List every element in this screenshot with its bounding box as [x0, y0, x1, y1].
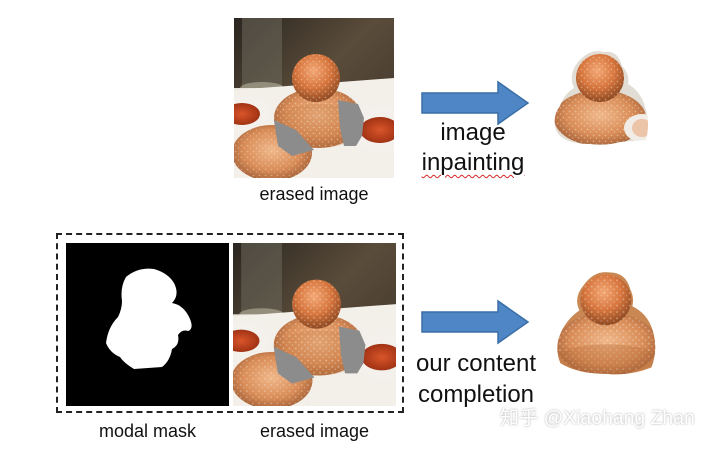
- bottom-completion-result: [557, 272, 656, 375]
- top-erased-image: [234, 18, 394, 178]
- bottom-erased-image-caption: erased image: [259, 421, 370, 441]
- top-arrow-label-line1: image: [440, 119, 506, 146]
- bottom-arrow-label-line1: our content: [415, 350, 537, 377]
- top-arrow-icon: [421, 80, 530, 126]
- modal-mask-caption: modal mask: [98, 421, 197, 441]
- modal-mask-image: [66, 243, 229, 406]
- bottom-erased-image: [233, 243, 396, 406]
- bottom-arrow-label-line2: completion: [417, 381, 535, 408]
- input-dashed-frame: [56, 233, 404, 413]
- top-arrow-label-line2: inpainting: [421, 149, 525, 176]
- bottom-arrow-icon: [421, 299, 530, 345]
- watermark-text: 知乎 @Xiaohang Zhan: [500, 408, 695, 429]
- top-inpainting-result: [554, 51, 649, 145]
- top-erased-image-caption: erased image: [259, 184, 369, 204]
